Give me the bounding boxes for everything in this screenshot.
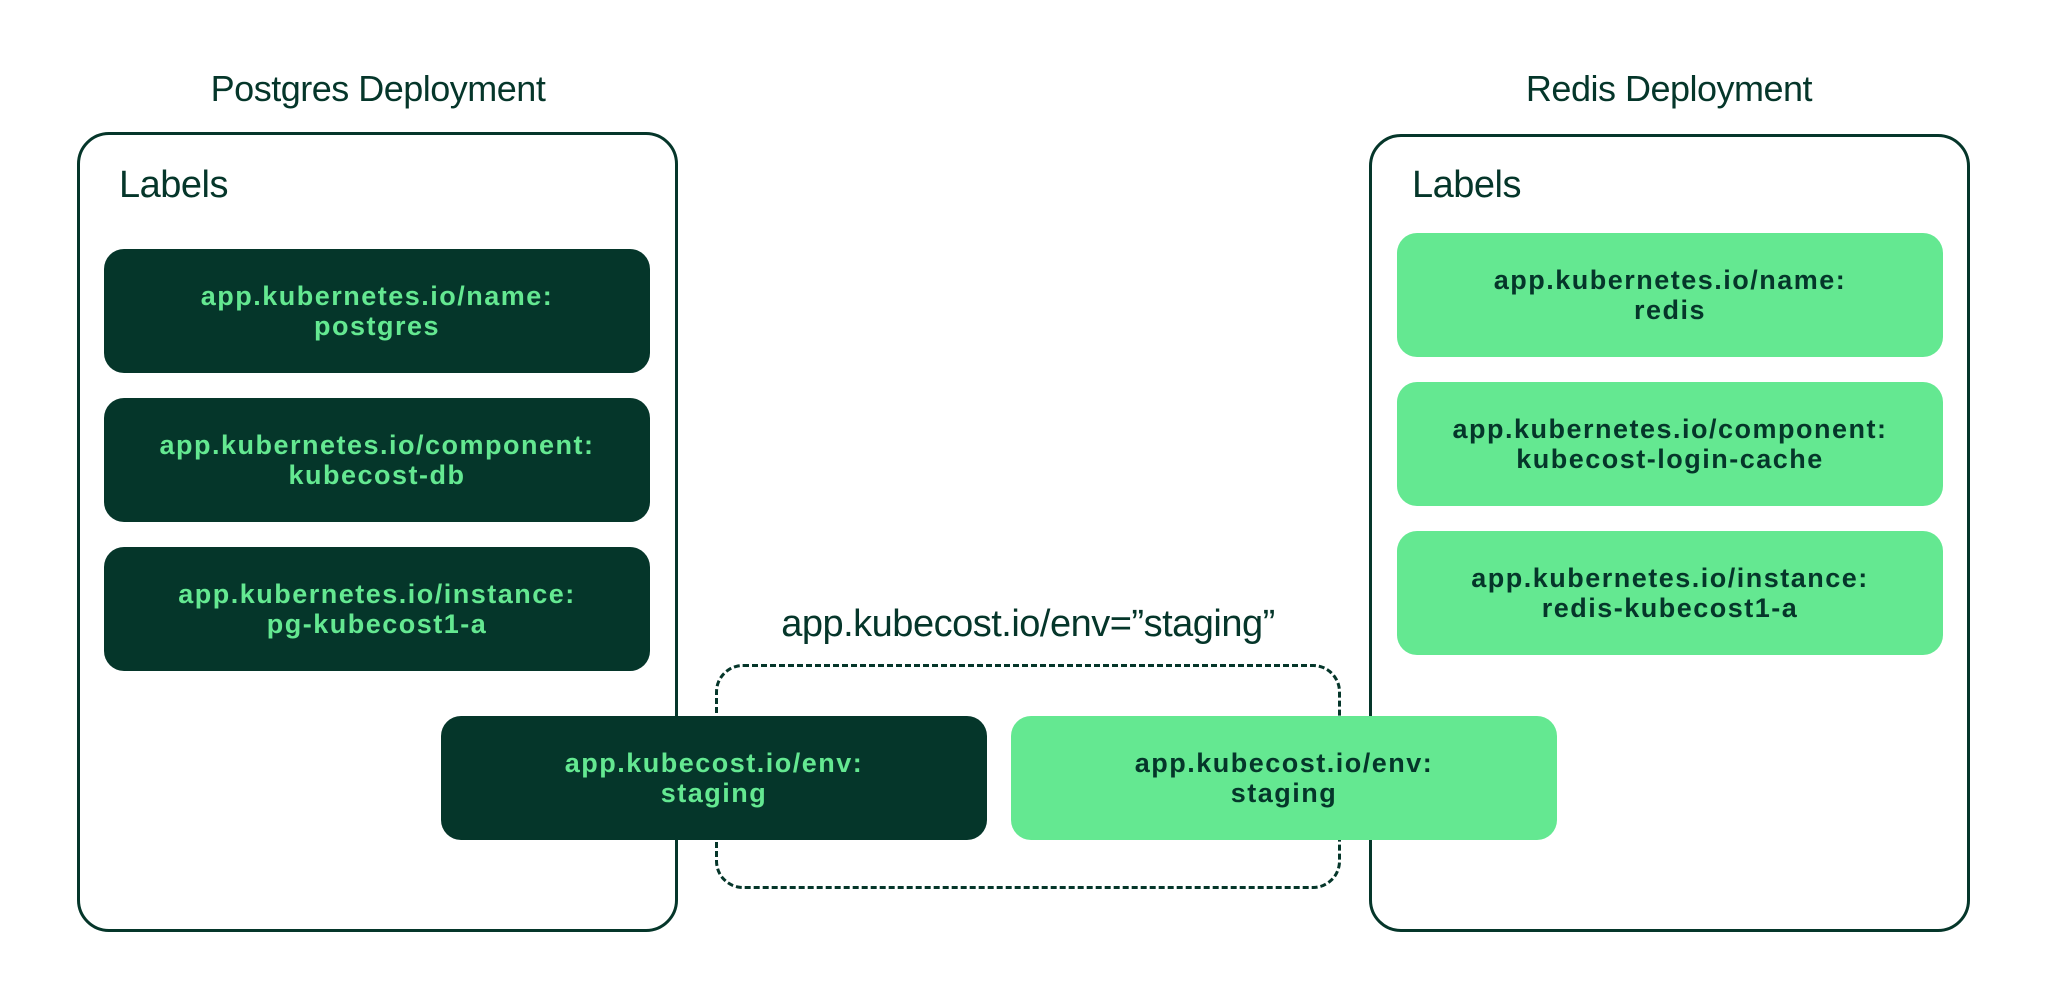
- postgres-deployment-box: [77, 132, 678, 932]
- redis-label-name: app.kubernetes.io/name: redis: [1397, 233, 1943, 357]
- postgres-label-instance: app.kubernetes.io/instance: pg-kubecost1…: [104, 547, 650, 671]
- label-value: kubecost-login-cache: [1516, 444, 1824, 474]
- redis-env-label: app.kubecost.io/env: staging: [1011, 716, 1557, 840]
- label-value: kubecost-db: [288, 460, 466, 490]
- label-key: app.kubernetes.io/instance:: [1471, 563, 1869, 593]
- postgres-deployment-title: Postgres Deployment: [210, 68, 546, 109]
- redis-deployment-box: [1369, 134, 1970, 932]
- redis-labels-heading: Labels: [1412, 164, 1521, 206]
- postgres-labels-heading: Labels: [119, 164, 228, 206]
- label-key: app.kubernetes.io/instance:: [178, 579, 576, 609]
- label-value: redis-kubecost1-a: [1541, 593, 1799, 623]
- label-key: app.kubernetes.io/component:: [159, 430, 595, 460]
- redis-deployment-title: Redis Deployment: [1525, 68, 1813, 109]
- label-key: app.kubecost.io/env:: [564, 748, 864, 778]
- label-value: postgres: [313, 311, 441, 341]
- label-value: staging: [1230, 778, 1338, 808]
- label-key: app.kubernetes.io/name:: [200, 281, 554, 311]
- label-key: app.kubernetes.io/name:: [1493, 265, 1847, 295]
- label-key: app.kubernetes.io/component:: [1452, 414, 1888, 444]
- postgres-env-label: app.kubecost.io/env: staging: [441, 716, 987, 840]
- env-selector-label: app.kubecost.io/env=”staging”: [781, 603, 1275, 645]
- redis-label-component: app.kubernetes.io/component: kubecost-lo…: [1397, 382, 1943, 506]
- label-key: app.kubecost.io/env:: [1134, 748, 1434, 778]
- label-value: staging: [660, 778, 768, 808]
- postgres-label-component: app.kubernetes.io/component: kubecost-db: [104, 398, 650, 522]
- label-value: redis: [1633, 295, 1707, 325]
- redis-label-instance: app.kubernetes.io/instance: redis-kubeco…: [1397, 531, 1943, 655]
- label-value: pg-kubecost1-a: [266, 609, 488, 639]
- postgres-label-name: app.kubernetes.io/name: postgres: [104, 249, 650, 373]
